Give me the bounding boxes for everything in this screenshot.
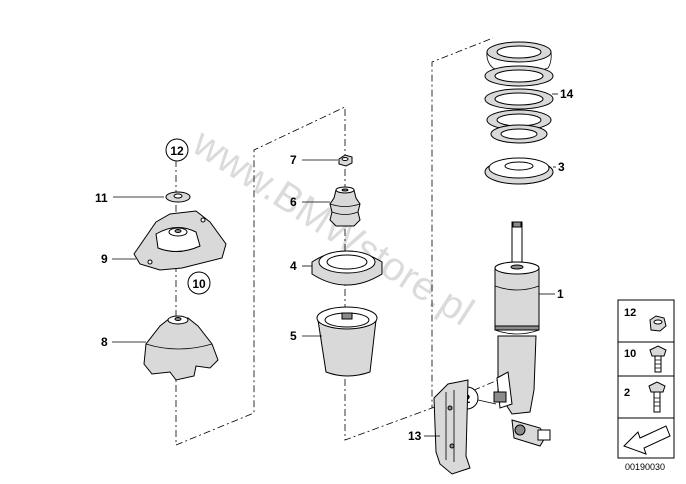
svg-text:13: 13	[408, 429, 422, 443]
svg-text:12: 12	[624, 307, 636, 319]
svg-text:8: 8	[101, 335, 108, 349]
part-7-callout[interactable]: 7	[290, 153, 338, 167]
svg-text:10: 10	[192, 277, 206, 291]
svg-text:14: 14	[560, 87, 574, 101]
hardware-legend: 12 10 2 00190030	[617, 299, 675, 472]
part-13-bracket[interactable]	[433, 379, 471, 475]
part-1-callout[interactable]: 1	[539, 287, 564, 301]
svg-text:12: 12	[170, 144, 184, 158]
part-11-washer[interactable]	[165, 191, 191, 203]
diagram-code: 00190030	[625, 462, 665, 472]
part-7-nut[interactable]	[338, 154, 353, 167]
part-9-callout[interactable]: 9	[101, 252, 136, 266]
svg-text:11: 11	[95, 191, 108, 205]
part-12-callout[interactable]: 12	[165, 138, 189, 162]
part-6-bump-stop[interactable]	[329, 186, 361, 227]
part-9-strut-mount[interactable]	[133, 210, 227, 271]
svg-text:9: 9	[101, 252, 108, 266]
part-14-callout[interactable]: 14	[552, 87, 574, 101]
part-5-protective-tube[interactable]	[316, 306, 378, 377]
part-3-callout[interactable]: 3	[553, 160, 565, 174]
legend-row-2[interactable]: 2	[624, 381, 666, 413]
part-6-callout[interactable]: 6	[290, 195, 330, 209]
svg-text:7: 7	[290, 153, 297, 167]
watermark: www.BMWstore.pl	[184, 120, 481, 334]
svg-text:4: 4	[290, 259, 297, 273]
assembly-lines	[175, 37, 506, 446]
part-5-callout[interactable]: 5	[290, 329, 322, 343]
part-11-callout[interactable]: 11	[95, 191, 164, 205]
svg-text:1: 1	[557, 287, 564, 301]
part-14-coil-spring[interactable]	[484, 41, 554, 144]
direction-arrow-icon	[623, 425, 671, 455]
part-4-spring-pad[interactable]	[311, 250, 383, 286]
part-1-shock-absorber[interactable]	[493, 221, 551, 447]
part-3-spring-seat[interactable]	[484, 157, 554, 185]
svg-text:10: 10	[624, 348, 636, 360]
part-10-callout[interactable]: 10	[187, 271, 211, 295]
svg-text:2: 2	[624, 387, 630, 399]
part-8-callout[interactable]: 8	[101, 335, 146, 349]
legend-row-10[interactable]: 10	[624, 345, 667, 373]
svg-text:3: 3	[558, 160, 565, 174]
part-8-dust-cover[interactable]	[143, 315, 219, 381]
svg-text:5: 5	[290, 329, 297, 343]
svg-text:6: 6	[290, 195, 297, 209]
part-4-callout[interactable]: 4	[290, 259, 312, 273]
legend-row-12[interactable]: 12	[624, 307, 667, 332]
part-13-callout[interactable]: 13	[408, 429, 440, 443]
